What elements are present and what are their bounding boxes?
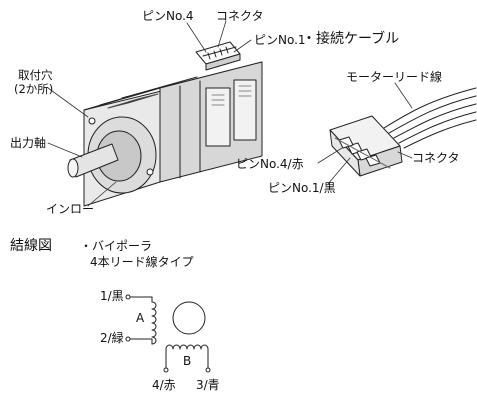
label-pin1: ピンNo.1 bbox=[254, 33, 306, 47]
motor-body bbox=[67, 61, 263, 207]
label-lead3: 3/青 bbox=[196, 378, 220, 392]
wiring-lead-count: 4本リード線タイプ bbox=[90, 255, 194, 269]
wiring-type: ・バイポーラ bbox=[80, 239, 153, 253]
cable-section-title: ・接続ケーブル bbox=[302, 31, 400, 47]
schematic-rotor bbox=[172, 301, 206, 335]
schematic-coil-b bbox=[163, 344, 211, 373]
label-mount-hole-count: (2か所) bbox=[14, 82, 54, 96]
label-lead-wire: モーターリード線 bbox=[346, 70, 443, 84]
cable-connector bbox=[329, 115, 403, 177]
label-pin4: ピンNo.4 bbox=[142, 9, 194, 23]
label-cable-pin4: ピンNo.4/赤 bbox=[236, 157, 304, 171]
label-motor-connector: コネクタ bbox=[216, 9, 264, 23]
wiring-title: 結線図 bbox=[10, 238, 52, 254]
label-coil-a: A bbox=[136, 311, 145, 325]
label-lead1: 1/黒 bbox=[100, 289, 124, 303]
cable-leaders bbox=[317, 82, 413, 185]
label-inlow: インロー bbox=[46, 202, 95, 216]
label-mount-hole: 取付穴 bbox=[18, 68, 53, 82]
label-cable-pin1: ピンNo.1/黒 bbox=[268, 181, 336, 195]
schematic-coil-a bbox=[125, 294, 157, 345]
label-lead4: 4/赤 bbox=[152, 378, 176, 392]
label-coil-b: B bbox=[183, 354, 192, 368]
label-cable-connector: コネクタ bbox=[412, 151, 460, 165]
motor-leaders bbox=[47, 20, 252, 207]
label-lead2: 2/緑 bbox=[100, 331, 124, 345]
label-output-shaft: 出力軸 bbox=[10, 136, 47, 150]
cable-wires bbox=[383, 87, 477, 149]
